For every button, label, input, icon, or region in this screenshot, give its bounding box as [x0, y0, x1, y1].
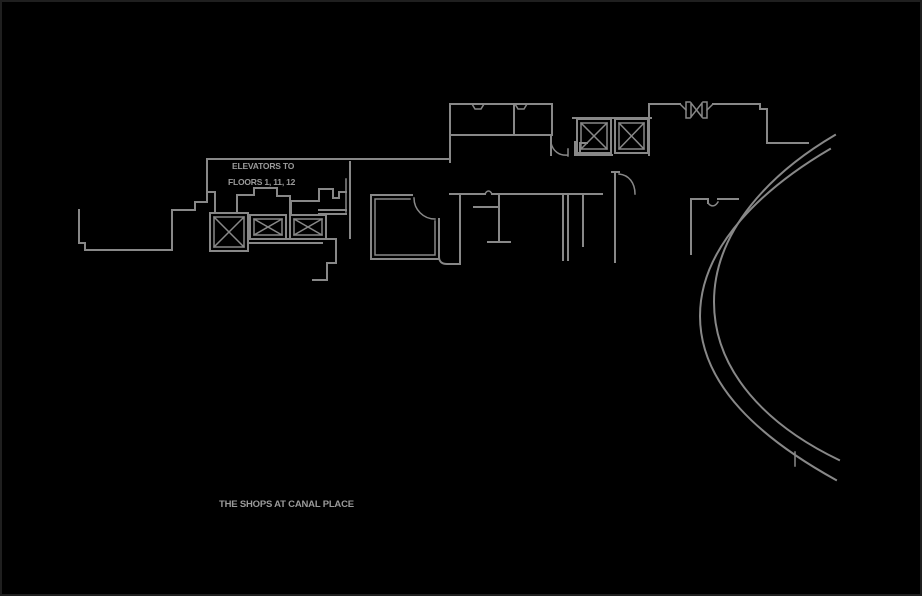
- building-name-label: THE SHOPS AT CANAL PLACE: [219, 499, 354, 510]
- elevator-note-line1: ELEVATORS TO: [232, 161, 295, 171]
- left-elevator-bank: [206, 161, 351, 281]
- door-swing-icon: [513, 102, 529, 110]
- elevator-car-icon: [289, 214, 327, 240]
- elevator-car-icon: [576, 118, 612, 154]
- mid-right-room-walls: [690, 198, 739, 255]
- elevator-car-icon: [209, 212, 249, 252]
- elevator-note-line2: FLOORS 1, 11, 12: [228, 177, 296, 187]
- elevator-car-icon: [249, 214, 287, 240]
- curved-promenade-wall: [698, 133, 841, 482]
- top-elevator-bank: [572, 103, 681, 156]
- middle-rooms-walls: [370, 190, 603, 265]
- door-swing-icon: [413, 197, 436, 220]
- upper-right-walls: [712, 103, 809, 144]
- corridor-walls: [611, 171, 636, 263]
- revolving-door-icon: [678, 101, 715, 119]
- top-building-walls: [449, 102, 588, 163]
- door-swing-icon: [483, 190, 494, 196]
- elevator-car-icon: [614, 118, 649, 154]
- door-swing-icon: [706, 200, 720, 207]
- door-swing-icon: [618, 173, 636, 195]
- left-wing-walls: [78, 158, 451, 251]
- door-swing-icon: [550, 142, 569, 157]
- elevator-note-label: ELEVATORS TO FLOORS 1, 11, 12: [228, 161, 296, 187]
- door-swing-icon: [470, 102, 486, 110]
